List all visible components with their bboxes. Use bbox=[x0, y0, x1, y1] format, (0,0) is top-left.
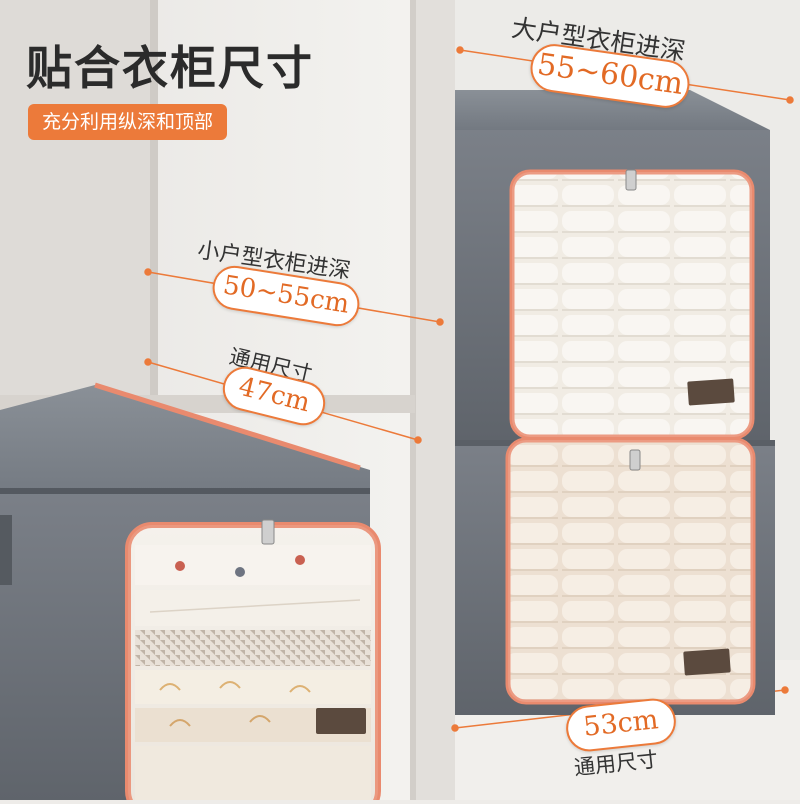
storage-box-left bbox=[0, 382, 381, 804]
storage-box-bottom-right bbox=[455, 437, 775, 715]
tagline-badge: 充分利用纵深和顶部 bbox=[28, 104, 228, 140]
storage-box-top-right bbox=[455, 90, 770, 440]
headline: 贴合衣柜尺寸 bbox=[26, 41, 314, 95]
